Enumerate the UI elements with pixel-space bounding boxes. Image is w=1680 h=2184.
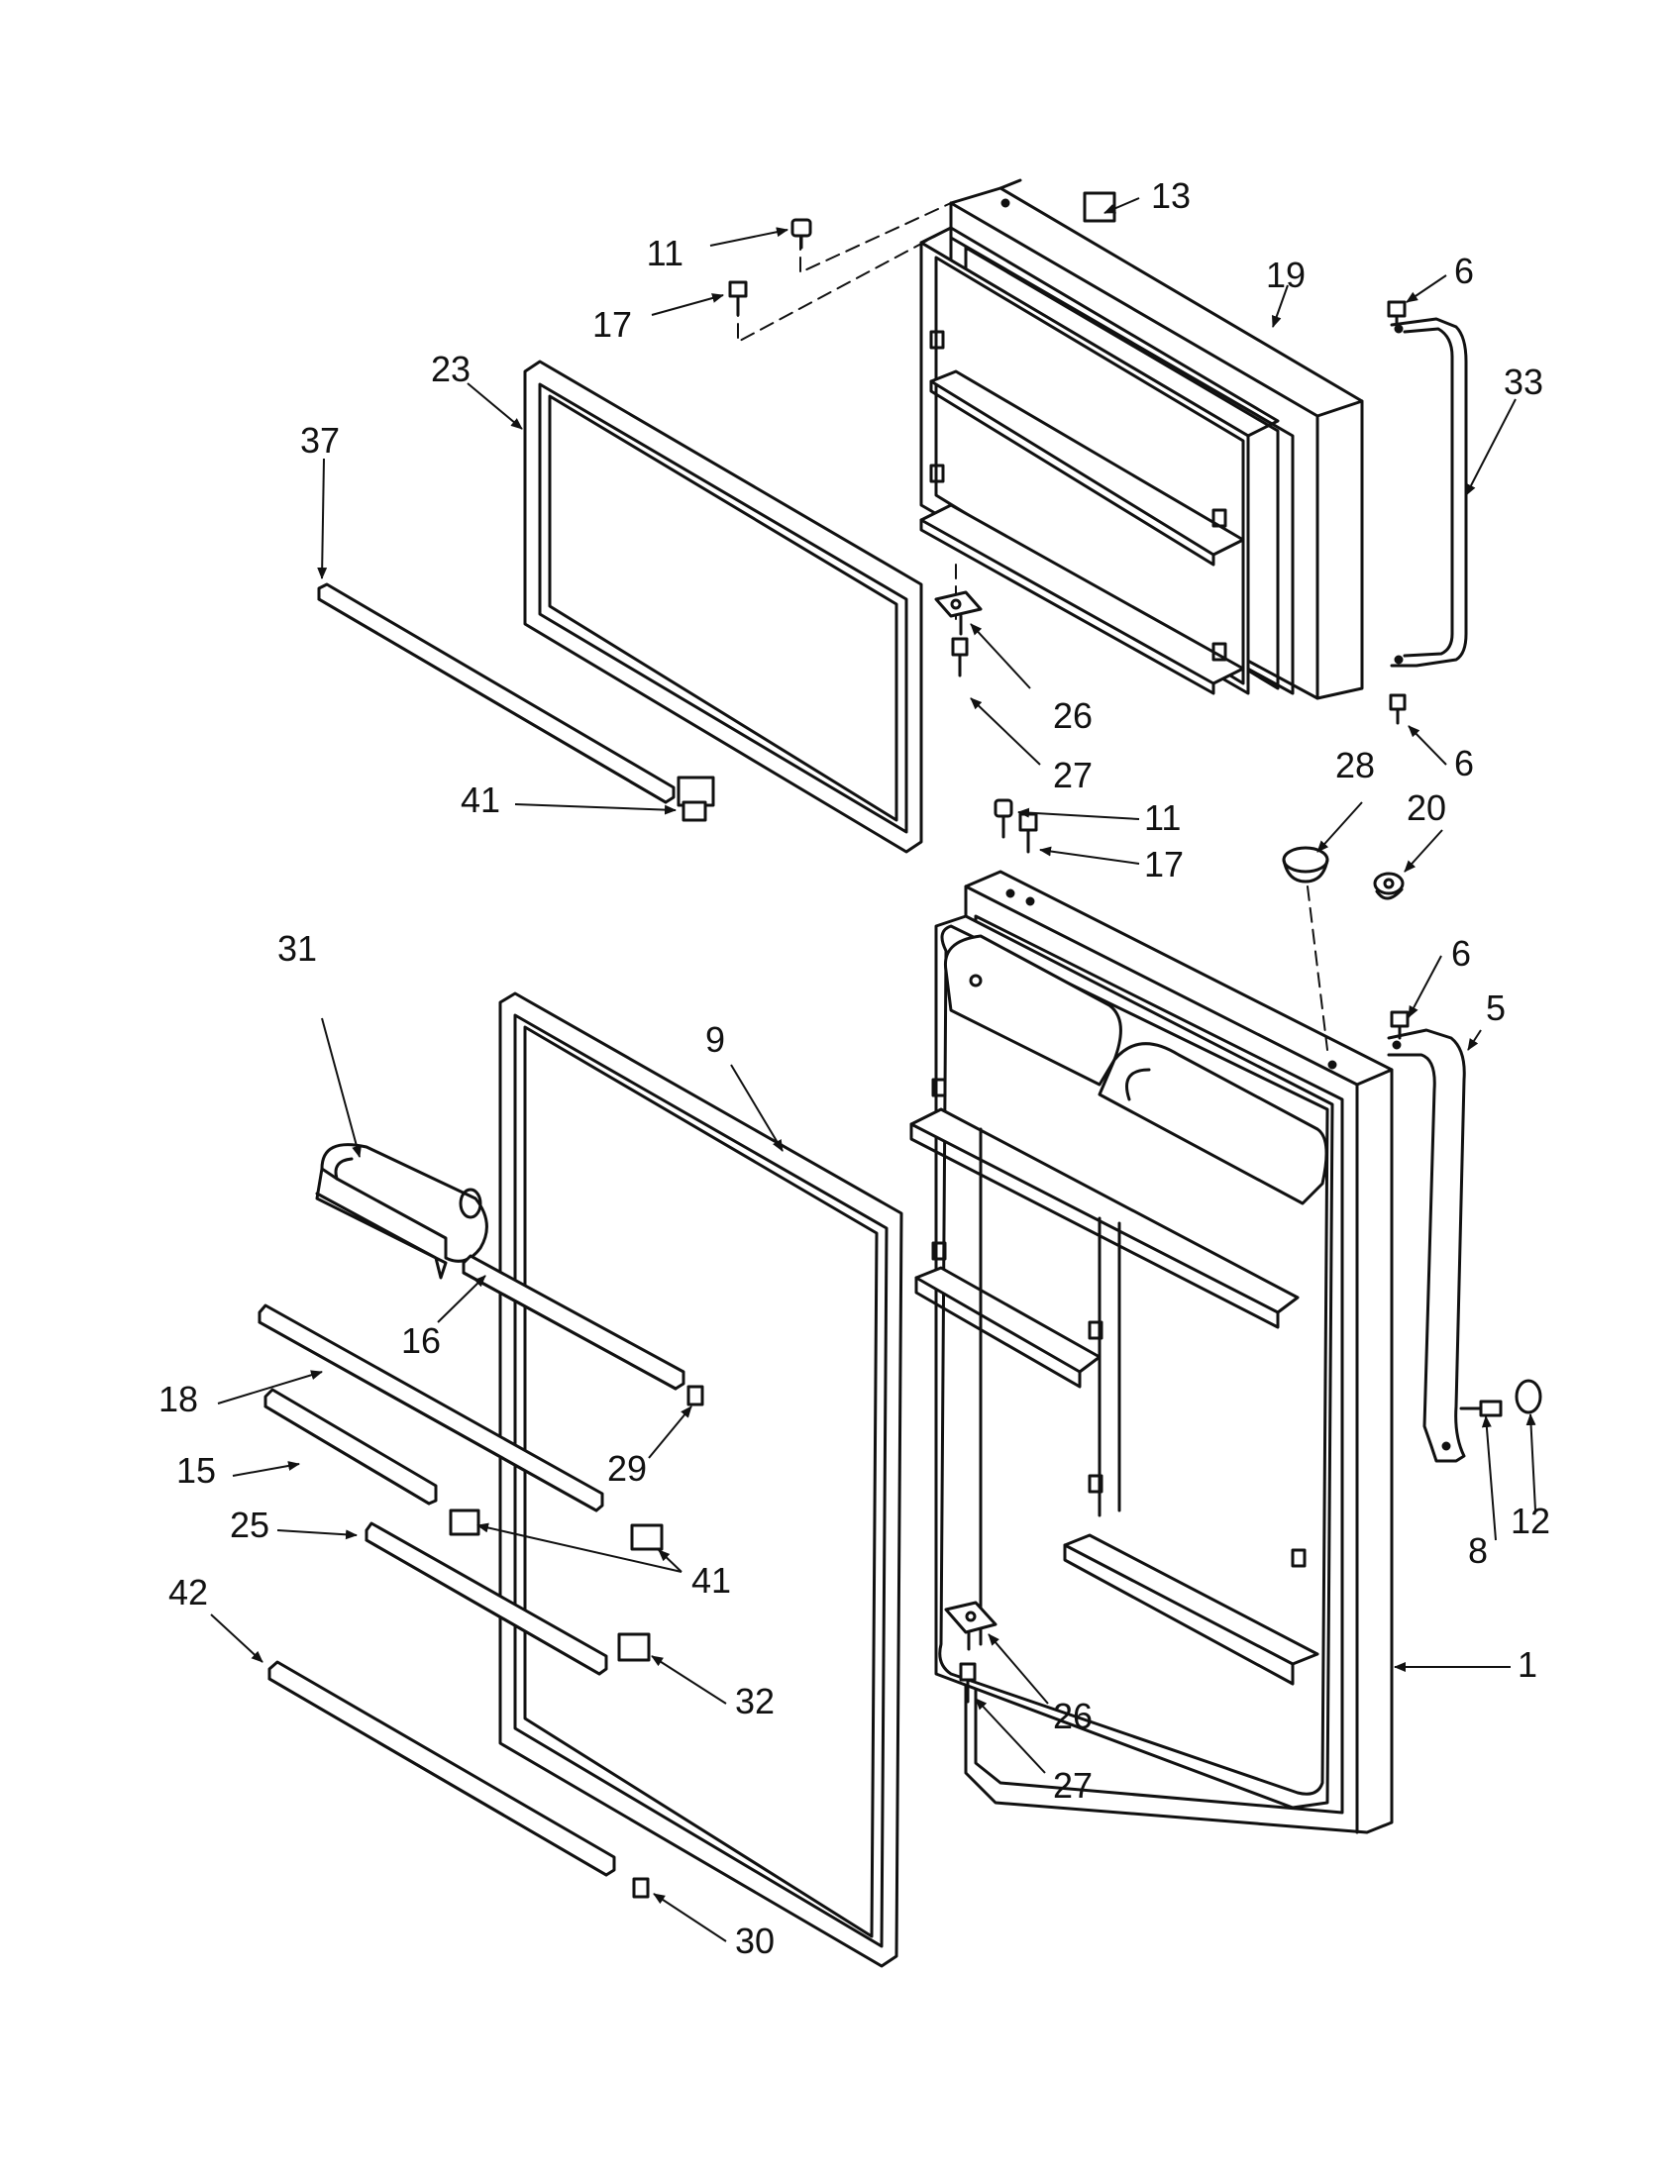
callout-17: 17: [1144, 844, 1184, 884]
grommet: [1373, 872, 1405, 900]
callout-17: 17: [592, 304, 632, 345]
clip-41-left: [449, 1508, 480, 1536]
callout-1: 1: [1518, 1644, 1537, 1685]
freezer-breaker-strip: [317, 582, 715, 822]
freezer-handle: [1387, 300, 1468, 725]
freezer-lower-hinge: [934, 590, 983, 677]
callout-11: 11: [647, 233, 683, 273]
freezer-gasket: [523, 360, 923, 854]
callout-5: 5: [1486, 988, 1506, 1028]
callout-20: 20: [1407, 787, 1446, 828]
callout-11: 11: [1144, 797, 1181, 838]
fresh-food-gasket: [498, 991, 903, 1968]
end-cap-30: [632, 1877, 650, 1899]
hinge-pin-top: [790, 218, 812, 250]
callout-6: 6: [1451, 933, 1471, 974]
callout-8: 8: [1468, 1530, 1488, 1571]
callout-19: 19: [1266, 255, 1306, 295]
callout-18: 18: [158, 1379, 198, 1419]
trim-strip-15: [263, 1388, 438, 1506]
callout-30: 30: [735, 1921, 775, 1961]
callout-37: 37: [300, 420, 340, 461]
trim-strip-25: [365, 1521, 608, 1676]
callout-28: 28: [1335, 745, 1375, 785]
shelf-retainer-16: [462, 1254, 685, 1391]
callout-31: 31: [277, 928, 317, 969]
freezer-door-assembly: [919, 178, 1364, 700]
trim-strip-18: [258, 1303, 604, 1512]
screw-top: [728, 280, 748, 317]
callout-33: 33: [1504, 362, 1543, 402]
callout-26: 26: [1053, 695, 1093, 736]
callout-23: 23: [431, 349, 471, 389]
callout-41: 41: [691, 1560, 731, 1601]
dairy-door: [315, 1143, 488, 1280]
callout-13: 13: [1151, 175, 1191, 216]
callout-6: 6: [1454, 743, 1474, 783]
callout-27: 27: [1053, 1765, 1093, 1806]
fresh-food-lower-hinge: [944, 1601, 998, 1704]
callout-27: 27: [1053, 755, 1093, 795]
callout-29: 29: [607, 1448, 647, 1489]
fresh-food-handle: [1387, 1010, 1542, 1463]
callout-9: 9: [705, 1019, 725, 1060]
callout-25: 25: [230, 1505, 269, 1545]
plug-button: [1282, 846, 1329, 884]
end-cap-29: [686, 1385, 704, 1406]
trim-strip-42: [267, 1660, 616, 1877]
hinge-pin-middle: [994, 798, 1038, 854]
clip-32: [617, 1632, 651, 1662]
callout-15: 15: [176, 1450, 216, 1491]
callout-26: 26: [1053, 1696, 1093, 1736]
callout-6: 6: [1454, 251, 1474, 291]
callout-32: 32: [735, 1681, 775, 1721]
label-13: [1083, 191, 1116, 223]
callout-12: 12: [1511, 1501, 1550, 1541]
callout-16: 16: [401, 1320, 441, 1361]
fresh-food-door-assembly: [909, 870, 1394, 1834]
clip-41-right: [630, 1523, 664, 1551]
callout-42: 42: [168, 1572, 208, 1612]
callout-41: 41: [461, 780, 500, 820]
